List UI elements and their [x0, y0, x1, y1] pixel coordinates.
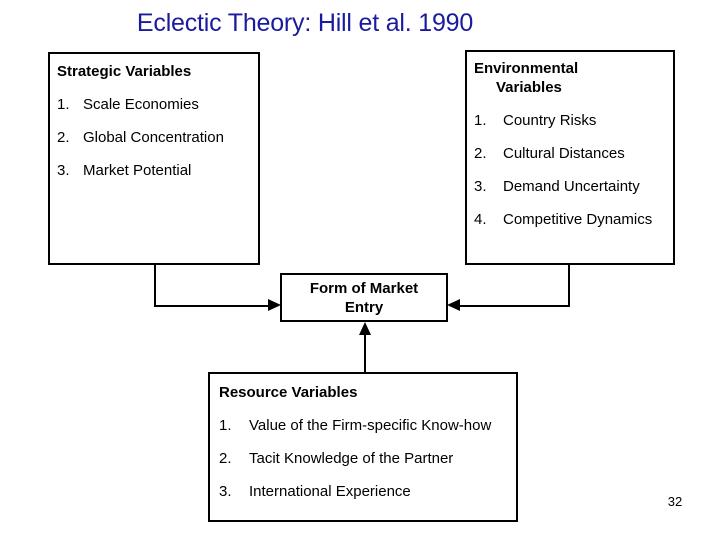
list-item: 3. Demand Uncertainty [474, 177, 667, 196]
list-item: 1. Country Risks [474, 111, 667, 130]
entry-line-1: Form of Market [309, 279, 419, 297]
connector-strategic-vertical [154, 265, 156, 307]
connector-environmental-horizontal [458, 305, 570, 307]
list-item-label: International Experience [249, 483, 411, 500]
list-item-number: 1. [219, 417, 232, 434]
environmental-variables-heading: Environmental Variables [474, 59, 667, 97]
list-item-label: Competitive Dynamics [503, 211, 653, 228]
list-item-label: Demand Uncertainty [503, 178, 640, 195]
strategic-variables-box: Strategic Variables 1. Scale Economies 2… [48, 52, 260, 265]
list-item-number: 3. [474, 178, 487, 195]
connector-resource-vertical [364, 332, 366, 372]
list-item-label: Scale Economies [83, 96, 199, 113]
list-item-label: Country Risks [503, 112, 597, 129]
resource-variables-box: Resource Variables 1. Value of the Firm-… [208, 372, 518, 522]
arrowhead-up-icon [359, 322, 371, 335]
list-item-label: Cultural Distances [503, 145, 625, 162]
list-item-number: 1. [474, 112, 487, 129]
list-item: 1. Scale Economies [57, 95, 252, 114]
list-item-label: Market Potential [83, 162, 192, 179]
list-item-label: Global Concentration [83, 129, 224, 146]
list-item-number: 1. [57, 96, 70, 113]
form-of-market-entry-label: Form of Market Entry [310, 279, 418, 317]
arrowhead-left-icon [447, 299, 460, 311]
list-item-number: 2. [219, 450, 232, 467]
list-item-number: 3. [219, 483, 232, 500]
resource-variables-heading: Resource Variables [219, 384, 358, 401]
list-item-number: 2. [57, 129, 70, 146]
page-title: Eclectic Theory: Hill et al. 1990 [136, 9, 474, 37]
list-item-label: Value of the Firm-specific Know-how [249, 417, 492, 434]
list-item: 4. Competitive Dynamics [474, 210, 667, 229]
list-item-number: 2. [474, 145, 487, 162]
list-item: 3. International Experience [219, 482, 508, 501]
list-item: 2. Cultural Distances [474, 144, 667, 163]
arrowhead-right-icon [268, 299, 281, 311]
connector-strategic-horizontal [154, 305, 270, 307]
form-of-market-entry-box: Form of Market Entry [280, 273, 448, 322]
connector-environmental-vertical [568, 265, 570, 307]
environmental-variables-list: 1. Country Risks 2. Cultural Distances 3… [474, 111, 667, 229]
list-item-number: 4. [474, 211, 487, 228]
list-item: 1. Value of the Firm-specific Know-how [219, 416, 508, 435]
list-item-number: 3. [57, 162, 70, 179]
strategic-variables-heading: Strategic Variables [57, 63, 192, 80]
list-item: 2. Tacit Knowledge of the Partner [219, 449, 508, 468]
environmental-heading-line-1: Environmental [474, 60, 579, 77]
list-item: 3. Market Potential [57, 161, 252, 180]
list-item-label: Tacit Knowledge of the Partner [249, 450, 454, 467]
environmental-variables-box: Environmental Variables 1. Country Risks… [465, 50, 675, 265]
entry-line-2: Entry [344, 298, 384, 316]
slide-page-number: 32 [667, 494, 683, 509]
list-item: 2. Global Concentration [57, 128, 252, 147]
strategic-variables-list: 1. Scale Economies 2. Global Concentrati… [57, 95, 252, 180]
environmental-heading-line-2: Variables [496, 79, 562, 96]
resource-variables-list: 1. Value of the Firm-specific Know-how 2… [219, 416, 508, 501]
